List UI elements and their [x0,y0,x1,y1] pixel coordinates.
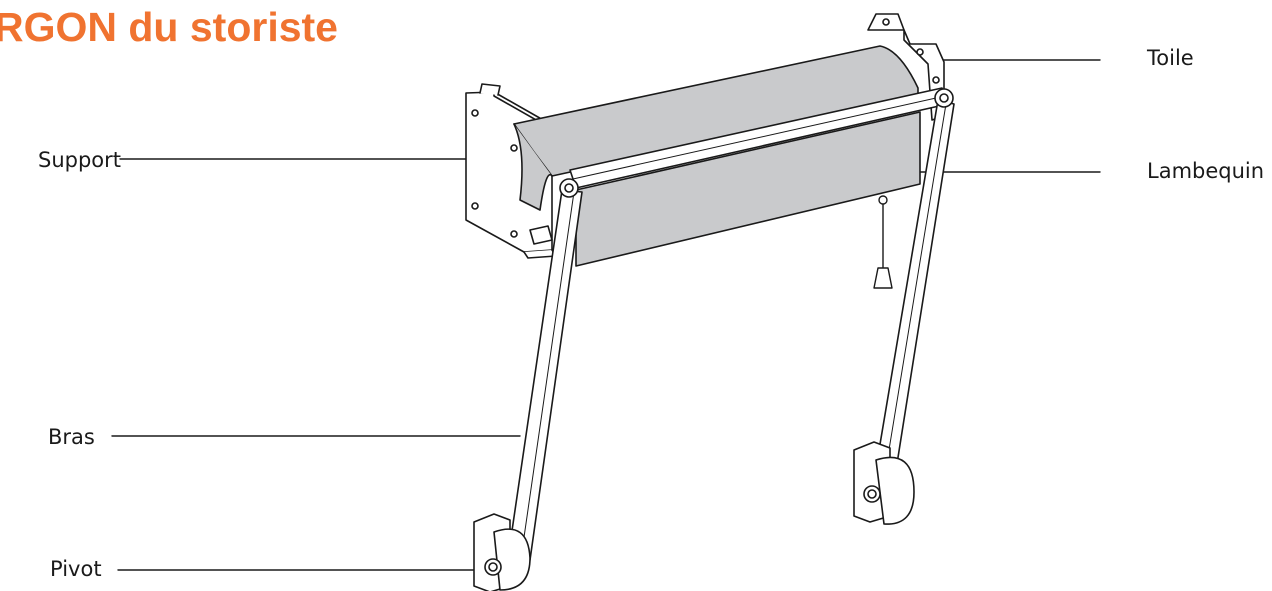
right-pivot [853,441,915,525]
valance [575,111,921,267]
label-bras: Bras [48,425,95,449]
diagram-title: RGON du storiste [0,4,338,50]
left-pivot [473,513,531,591]
label-pivot: Pivot [50,557,102,581]
label-toile: Toile [1147,46,1194,70]
label-lambequin: Lambequin [1147,159,1265,183]
pull-cord [873,195,893,289]
label-support: Support [38,148,122,172]
